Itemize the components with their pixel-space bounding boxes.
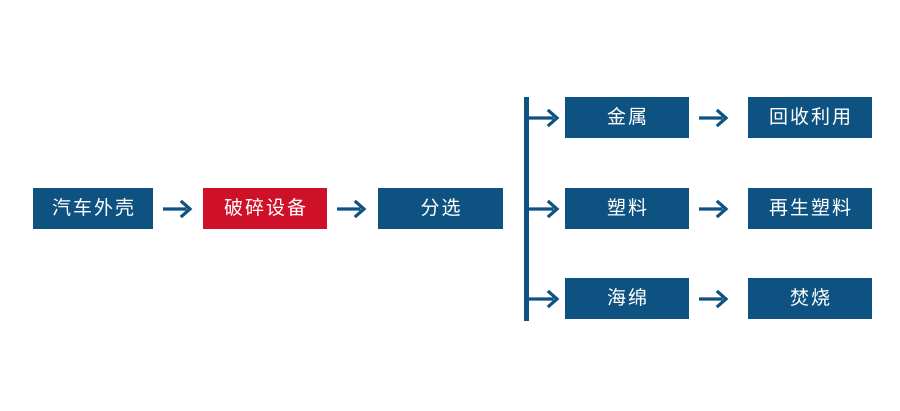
node-metal[interactable]: 金属 bbox=[565, 97, 689, 138]
right-arrow-icon bbox=[697, 97, 733, 138]
node-sponge[interactable]: 海绵 bbox=[565, 278, 689, 319]
branch-arrow-plastic-icon bbox=[524, 188, 564, 229]
right-arrow-icon bbox=[697, 188, 733, 229]
node-car-shell[interactable]: 汽车外壳 bbox=[33, 188, 153, 229]
branch-arrow-metal-icon bbox=[524, 97, 564, 138]
node-recycling-reuse[interactable]: 回收利用 bbox=[748, 97, 872, 138]
node-plastic[interactable]: 塑料 bbox=[565, 188, 689, 229]
node-crushing-equipment[interactable]: 破碎设备 bbox=[203, 188, 327, 229]
right-arrow-icon bbox=[697, 278, 733, 319]
branch-arrow-sponge-icon bbox=[524, 278, 564, 319]
node-incineration[interactable]: 焚烧 bbox=[748, 278, 872, 319]
node-sorting[interactable]: 分选 bbox=[378, 188, 503, 229]
right-arrow-icon bbox=[161, 188, 197, 229]
right-arrow-icon bbox=[335, 188, 371, 229]
node-recycled-plastic[interactable]: 再生塑料 bbox=[748, 188, 872, 229]
